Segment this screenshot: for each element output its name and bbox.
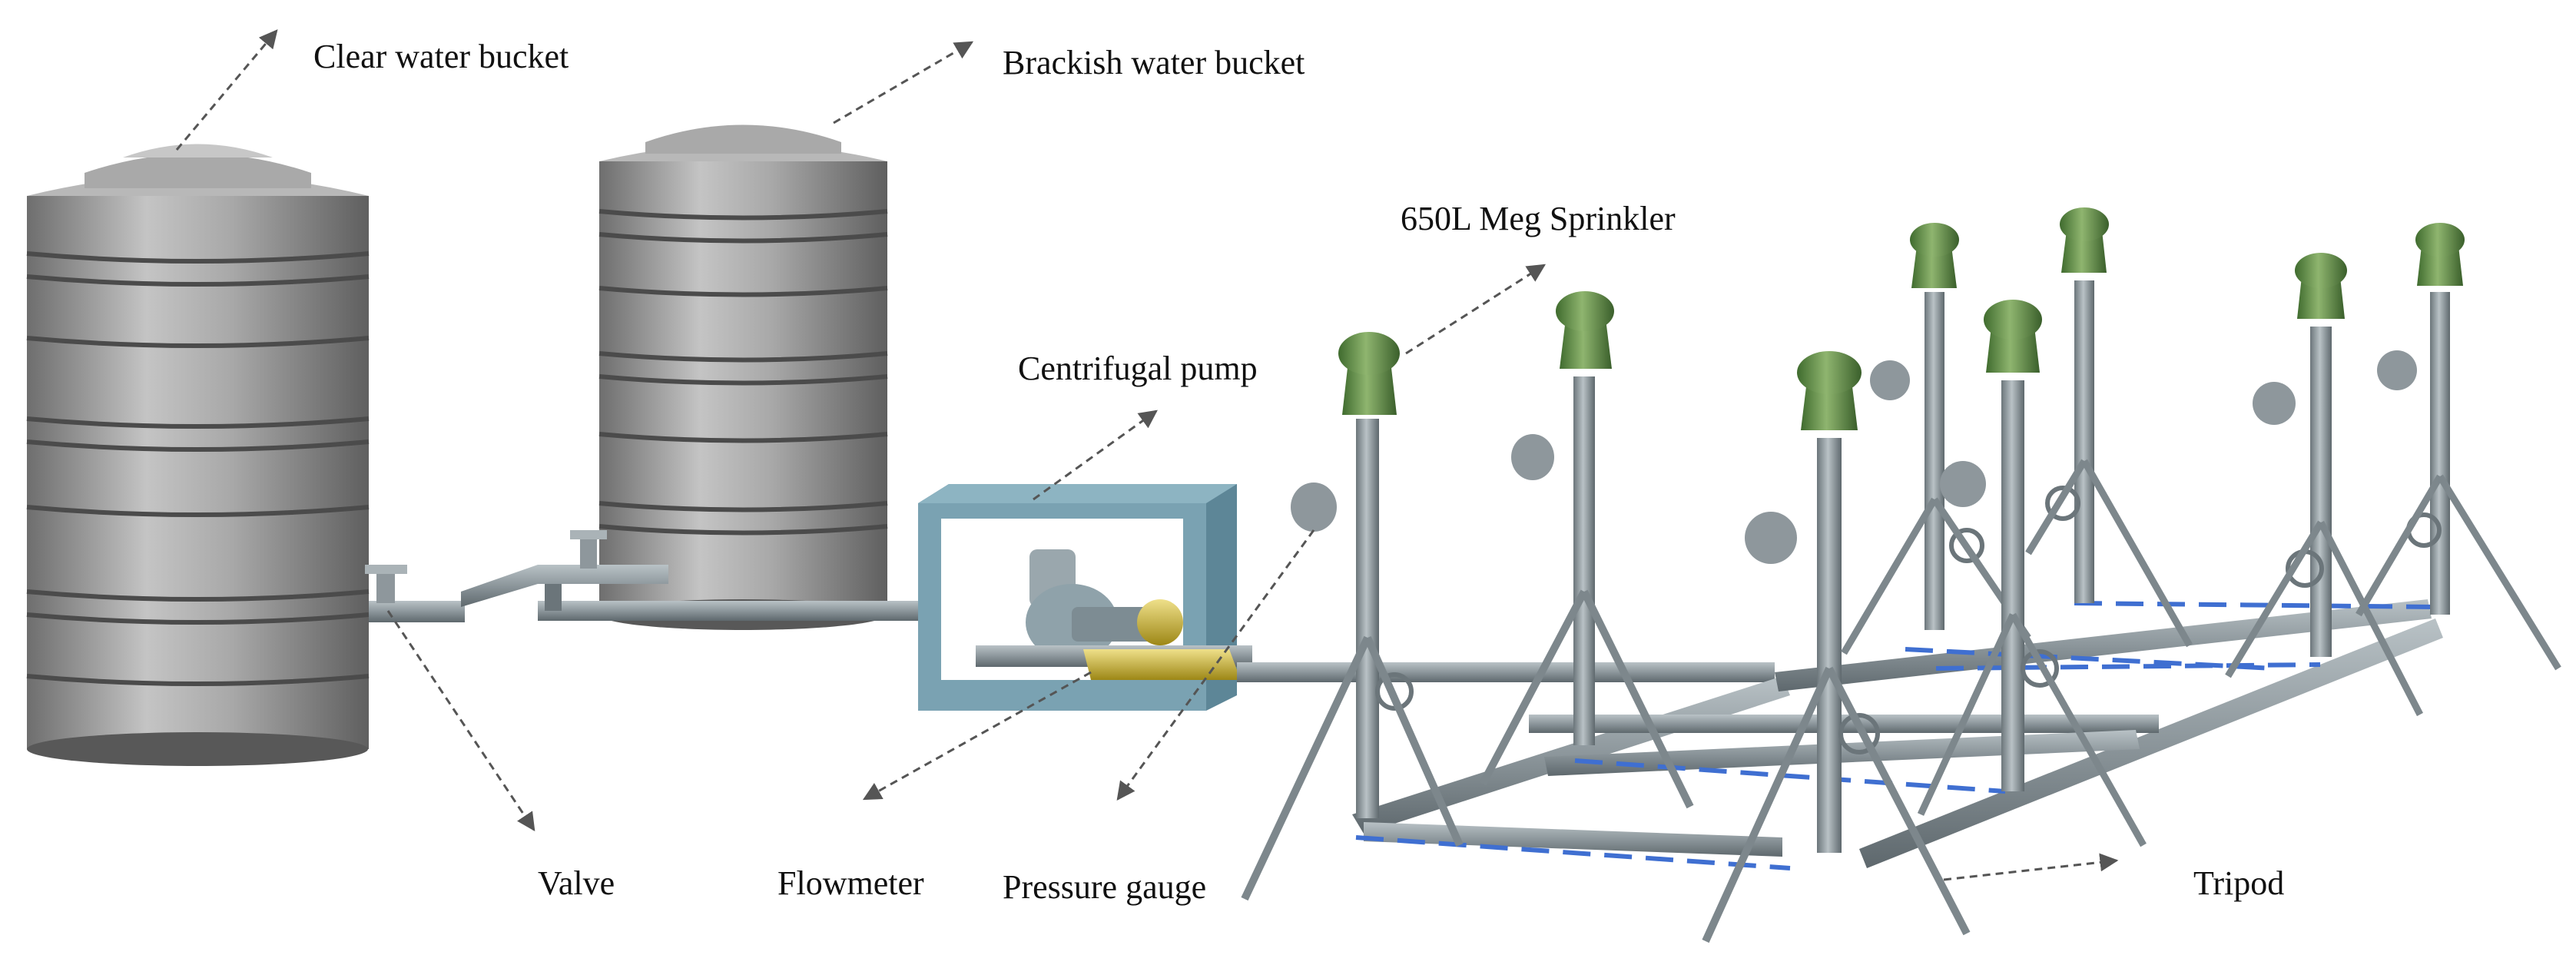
leader-brackish-water-bucket — [833, 41, 974, 124]
leader-arrows — [175, 29, 2119, 881]
leader-sprinkler — [1405, 264, 1547, 355]
leader-clear-water-bucket — [175, 29, 278, 151]
label-pressure-gauge: Pressure gauge — [1003, 868, 1207, 906]
label-sprinkler: 650L Meg Sprinkler — [1401, 200, 1676, 237]
sprinkler-riser-1 — [1241, 332, 1464, 901]
label-tripod: Tripod — [2193, 864, 2285, 902]
sprinkler-riser-7 — [2225, 253, 2423, 717]
brackish-water-tank — [598, 124, 888, 630]
sprinkler-riser-4 — [1841, 223, 2031, 655]
leader-pressure-gauge — [1116, 529, 1315, 801]
inlet-piping — [369, 565, 937, 622]
leader-flowmeter — [862, 671, 1092, 801]
label-valve: Valve — [538, 864, 615, 902]
sprinkler-riser-8 — [2356, 223, 2561, 671]
sprinkler-riser-6 — [2025, 207, 2193, 648]
label-centrifugal-pump: Centrifugal pump — [1018, 350, 1258, 387]
leader-tripod — [1943, 853, 2119, 881]
sprinkler-riser-5 — [1917, 300, 2147, 847]
field-pipe-network — [1237, 599, 2443, 868]
clear-water-tank — [26, 144, 370, 766]
sprinkler-risers — [1241, 207, 2561, 943]
label-brackish-water-bucket: Brackish water bucket — [1003, 44, 1305, 81]
valve-right — [570, 530, 607, 569]
label-flowmeter: Flowmeter — [777, 864, 924, 902]
label-clear-water-bucket: Clear water bucket — [313, 38, 569, 75]
valve-left — [365, 565, 407, 603]
flowmeter — [1083, 649, 1241, 680]
sprinkler-riser-2 — [1479, 291, 1694, 809]
leader-valve — [386, 610, 535, 831]
sprinkler-riser-3 — [1702, 351, 1971, 943]
